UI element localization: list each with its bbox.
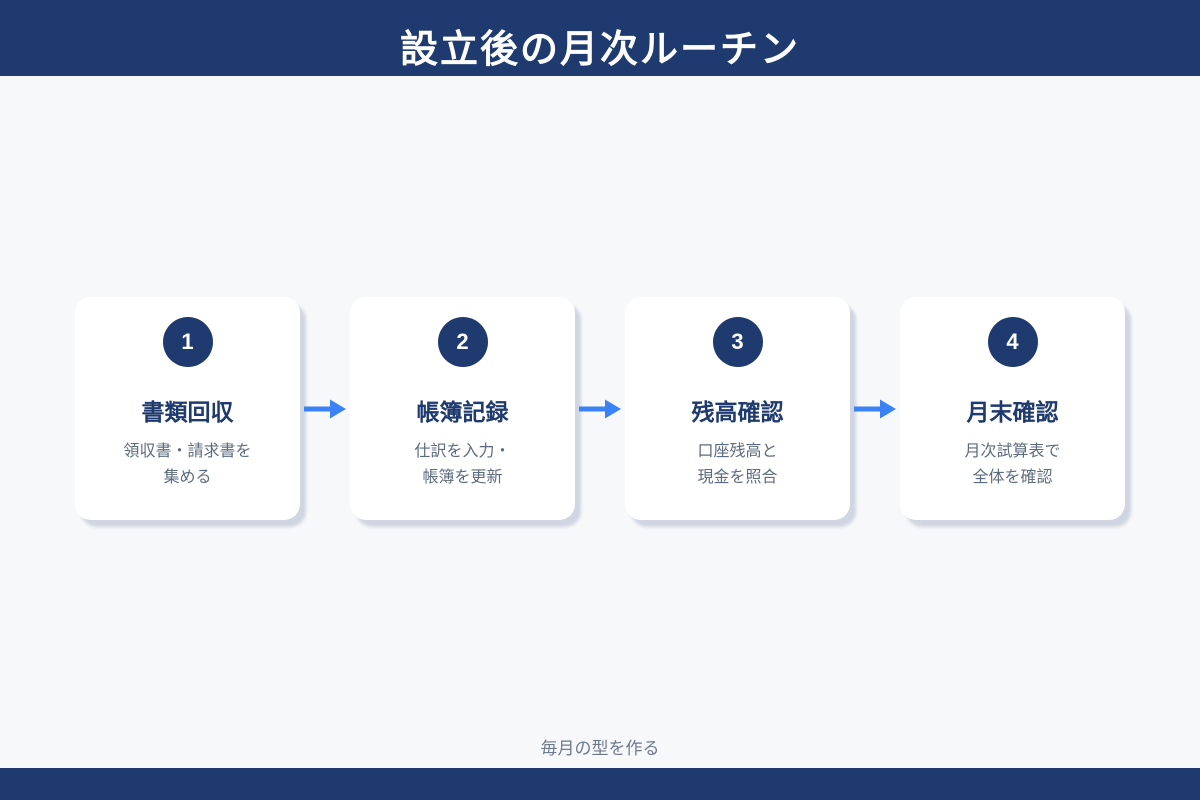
step-number-badge: 4 bbox=[987, 317, 1038, 367]
step-number-badge: 3 bbox=[712, 317, 763, 367]
step-card: 4 月末確認 月次試算表で 全体を確認 bbox=[900, 297, 1125, 520]
step-description: 口座残高と 現金を照合 bbox=[697, 443, 778, 486]
footer-caption: 毎月の型を作る bbox=[540, 739, 660, 758]
step-card: 3 残高確認 口座残高と 現金を照合 bbox=[625, 297, 850, 520]
step-card: 2 帳簿記録 仕訳を入力・ 帳簿を更新 bbox=[350, 297, 575, 520]
step-description: 月次試算表で 全体を確認 bbox=[964, 443, 1061, 486]
right-arrow-icon bbox=[304, 399, 346, 418]
arrow-separator bbox=[300, 397, 350, 421]
process-flow: 1 書類回収 領収書・請求書を 集める 2 帳簿記録 仕訳を入力・ 帳簿を更新 … bbox=[0, 297, 1200, 520]
step-number-badge: 2 bbox=[437, 317, 488, 367]
arrow-separator bbox=[850, 397, 900, 421]
step-title: 残高確認 bbox=[691, 399, 784, 425]
arrow-separator bbox=[575, 397, 625, 421]
right-arrow-icon bbox=[854, 399, 896, 418]
right-arrow-icon bbox=[579, 399, 621, 418]
step-title: 書類回収 bbox=[141, 399, 234, 425]
step-description: 領収書・請求書を 集める bbox=[123, 443, 252, 486]
step-number-badge: 1 bbox=[162, 317, 213, 367]
header-bar: 設立後の月次ルーチン bbox=[0, 0, 1200, 76]
step-card: 1 書類回収 領収書・請求書を 集める bbox=[75, 297, 300, 520]
step-title: 帳簿記録 bbox=[416, 399, 509, 425]
page-title: 設立後の月次ルーチン bbox=[399, 28, 800, 71]
step-description: 仕訳を入力・ 帳簿を更新 bbox=[414, 443, 511, 486]
footer-bar bbox=[0, 768, 1200, 800]
step-title: 月末確認 bbox=[966, 399, 1059, 425]
